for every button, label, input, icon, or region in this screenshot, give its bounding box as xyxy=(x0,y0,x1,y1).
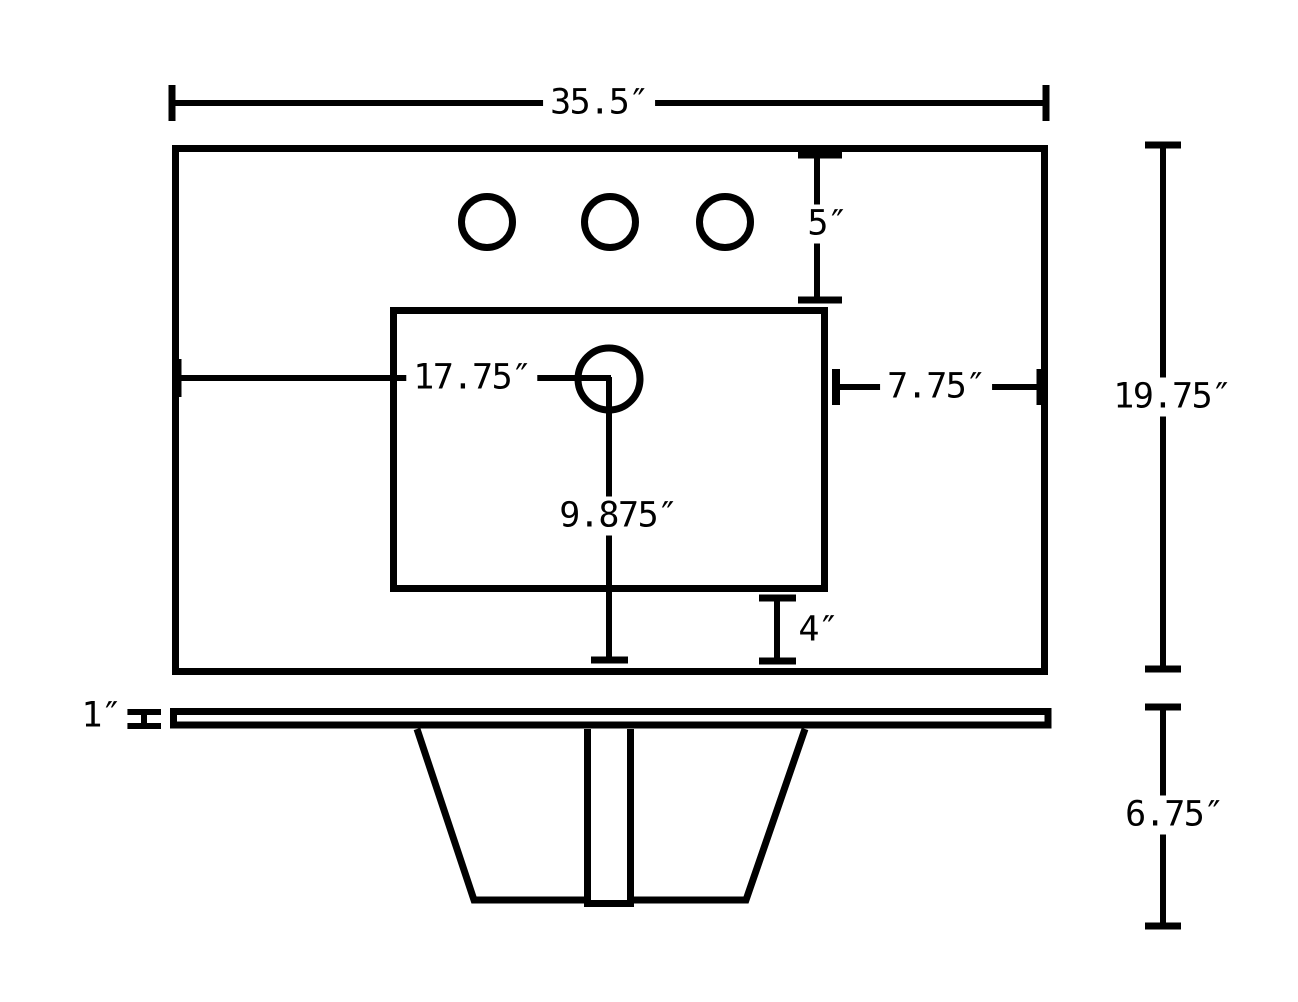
dim-label-overall-depth: 19.75″ xyxy=(1106,377,1238,417)
dim-label-slab-thickness: 1″ xyxy=(74,696,128,736)
dim-basin-to-front xyxy=(759,594,796,665)
dim-label-drain-to-front: 9.875″ xyxy=(552,496,684,536)
countertop-outline xyxy=(172,145,1048,675)
dim-label-basin-to-front: 4″ xyxy=(791,610,845,650)
dim-label-top-width: 35.5″ xyxy=(543,83,655,123)
dim-label-drain-from-left: 17.75″ xyxy=(406,358,538,398)
dim-label-hole-offset: 5″ xyxy=(800,204,854,244)
faucet-hole-center-icon xyxy=(581,193,639,251)
countertop-slab xyxy=(170,708,1052,729)
faucet-hole-right-icon xyxy=(696,193,754,251)
dim-drain-from-left xyxy=(174,359,611,397)
dim-slab-thickness xyxy=(127,709,161,729)
front-view xyxy=(170,708,1052,907)
dim-label-basin-to-right: 7.75″ xyxy=(880,367,992,407)
drain-pipe xyxy=(584,729,634,907)
dim-label-bowl-depth: 6.75″ xyxy=(1118,795,1230,835)
faucet-hole-left-icon xyxy=(458,193,516,251)
